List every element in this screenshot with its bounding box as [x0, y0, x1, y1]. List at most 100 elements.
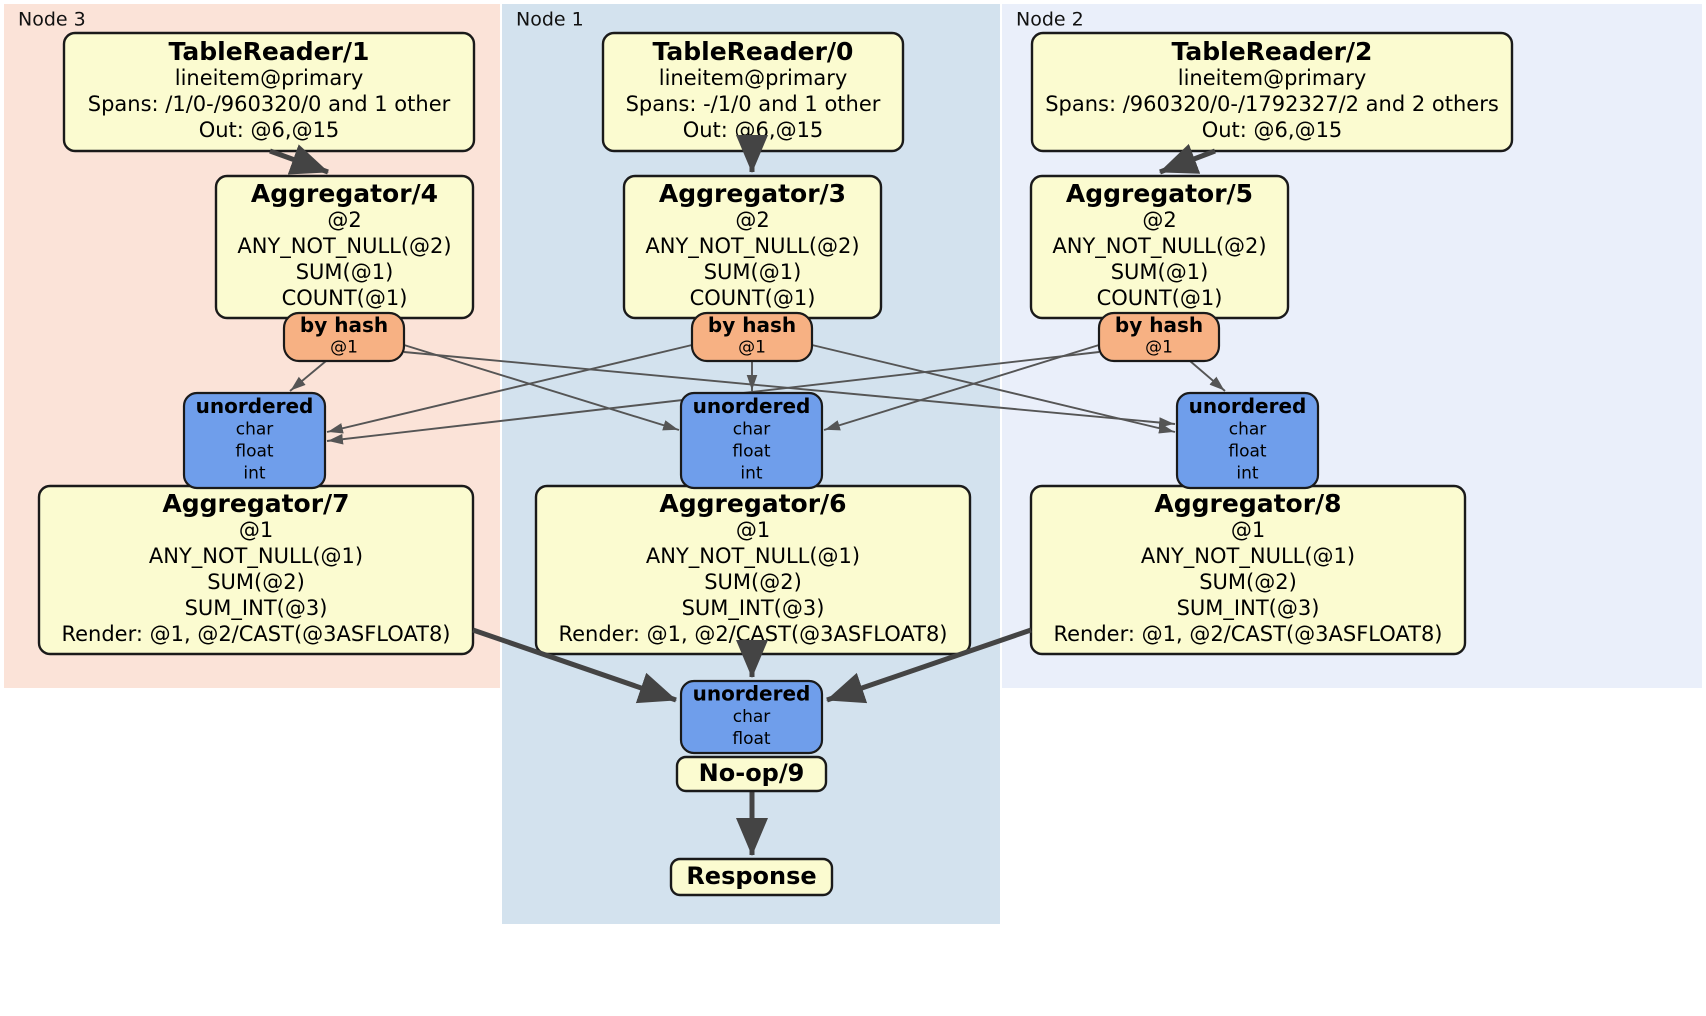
processor-aggregator3[interactable]: Aggregator/3@2ANY_NOT_NULL(@2)SUM(@1)COU…: [622, 174, 883, 320]
processor-aggregator5-line: @2: [1142, 208, 1176, 232]
processor-aggregator7-line: SUM_INT(@3): [185, 596, 328, 621]
node-panel-label: Node 1: [516, 9, 584, 31]
router-byhash5-title: by hash: [1115, 313, 1203, 337]
processor-tablereader0-line: Spans: -/1/0 and 1 other: [626, 92, 881, 116]
processor-aggregator7-line: SUM(@2): [207, 570, 305, 594]
router-byhash5-line: @1: [1145, 338, 1173, 358]
processor-aggregator8-title: Aggregator/8: [1154, 489, 1341, 518]
router-byhash5[interactable]: by hash@1: [1097, 311, 1221, 363]
processor-aggregator7-line: ANY_NOT_NULL(@1): [149, 544, 363, 569]
processor-aggregator8-line: ANY_NOT_NULL(@1): [1141, 544, 1355, 569]
edge-byhash4-to-sync6: [403, 344, 680, 431]
edge-byhash4-to-sync7: [289, 360, 327, 392]
processor-aggregator6-line: Render: @1, @2/CAST(@3ASFLOAT8): [558, 622, 947, 646]
processor-tablereader1-line: Out: @6,@15: [199, 118, 340, 142]
processor-aggregator4-line: @2: [327, 208, 361, 232]
processor-aggregator6-line: ANY_NOT_NULL(@1): [646, 544, 860, 569]
edge-tablereader1-to-aggregator4: [269, 144, 329, 175]
router-byhash4-line: @1: [330, 338, 358, 358]
processor-aggregator6-line: SUM(@2): [704, 570, 802, 594]
processor-aggregator6-line: @1: [736, 518, 770, 542]
processor-tablereader0-title: TableReader/0: [653, 37, 854, 66]
router-byhash4[interactable]: by hash@1: [282, 311, 406, 363]
processor-aggregator6[interactable]: Aggregator/6@1ANY_NOT_NULL(@1)SUM(@2)SUM…: [534, 484, 972, 656]
synchronizer-sync9-line: char: [733, 707, 771, 727]
processor-aggregator5[interactable]: Aggregator/5@2ANY_NOT_NULL(@2)SUM(@1)COU…: [1029, 174, 1290, 320]
node-panel-label: Node 3: [18, 9, 86, 31]
flow-edges: [269, 134, 1216, 856]
processor-aggregator4-line: COUNT(@1): [282, 286, 408, 310]
processor-aggregator5-title: Aggregator/5: [1066, 179, 1253, 208]
synchronizer-sync7-line: float: [235, 442, 274, 462]
processor-aggregator8-line: SUM_INT(@3): [1177, 596, 1320, 621]
synchronizer-sync8-line: char: [1229, 420, 1267, 440]
synchronizer-sync8-line: float: [1228, 442, 1267, 462]
processor-aggregator7[interactable]: Aggregator/7@1ANY_NOT_NULL(@1)SUM(@2)SUM…: [37, 484, 475, 656]
synchronizer-sync6-line: float: [732, 442, 771, 462]
processor-aggregator5-line: COUNT(@1): [1097, 286, 1223, 310]
router-edges: [289, 344, 1226, 445]
processor-aggregator6-title: Aggregator/6: [659, 489, 846, 518]
synchronizer-sync8-title: unordered: [1189, 394, 1307, 418]
processor-aggregator8-line: SUM(@2): [1199, 570, 1297, 594]
processor-tablereader0-line: lineitem@primary: [659, 66, 848, 90]
edge-byhash5-to-sync8: [1189, 360, 1226, 392]
edge-tablereader2-to-aggregator5: [1159, 143, 1216, 175]
processor-aggregator3-line: SUM(@1): [704, 260, 802, 284]
router-byhash3-line: @1: [738, 338, 766, 358]
synchronizer-sync6-line: char: [733, 420, 771, 440]
router-byhash4-title: by hash: [300, 313, 388, 337]
terminal-noop9-title: No-op/9: [699, 759, 805, 787]
processor-tablereader1-line: lineitem@primary: [175, 66, 364, 90]
edge-aggregator8-to-sync9: [826, 627, 1032, 704]
terminal-noop9[interactable]: No-op/9: [675, 755, 828, 793]
processor-tablereader2-line: Out: @6,@15: [1202, 118, 1343, 142]
synchronizer-sync9-line: float: [732, 729, 771, 749]
processor-aggregator4-line: ANY_NOT_NULL(@2): [237, 234, 451, 259]
edge-byhash3-to-sync7: [326, 344, 693, 434]
synchronizer-sync6-line: int: [740, 464, 762, 484]
synchronizer-sync7-line: char: [236, 420, 274, 440]
processor-aggregator6-line: SUM_INT(@3): [682, 596, 825, 621]
processor-aggregator7-line: @1: [239, 518, 273, 542]
processor-aggregator5-line: SUM(@1): [1111, 260, 1209, 284]
edge-aggregator7-to-sync9: [472, 627, 677, 704]
processor-aggregator4-title: Aggregator/4: [251, 179, 438, 208]
processor-aggregator8-line: Render: @1, @2/CAST(@3ASFLOAT8): [1053, 622, 1442, 646]
processor-aggregator4[interactable]: Aggregator/4@2ANY_NOT_NULL(@2)SUM(@1)COU…: [214, 174, 475, 320]
terminal-response-title: Response: [686, 862, 816, 890]
edge-byhash3-to-sync8: [811, 344, 1176, 434]
processor-aggregator5-line: ANY_NOT_NULL(@2): [1052, 234, 1266, 259]
processor-aggregator3-line: @2: [735, 208, 769, 232]
processor-tablereader0-line: Out: @6,@15: [683, 118, 824, 142]
processor-tablereader1-title: TableReader/1: [169, 37, 370, 66]
processor-tablereader2-line: Spans: /960320/0-/1792327/2 and 2 others: [1045, 92, 1499, 116]
router-byhash3[interactable]: by hash@1: [690, 311, 814, 363]
processor-aggregator3-line: ANY_NOT_NULL(@2): [645, 234, 859, 259]
processor-aggregator7-title: Aggregator/7: [162, 489, 349, 518]
terminal-response[interactable]: Response: [669, 857, 834, 897]
router-byhash3-title: by hash: [708, 313, 796, 337]
processor-tablereader2-title: TableReader/2: [1172, 37, 1373, 66]
processor-aggregator8[interactable]: Aggregator/8@1ANY_NOT_NULL(@1)SUM(@2)SUM…: [1029, 484, 1467, 656]
edge-byhash5-to-sync6: [823, 344, 1100, 431]
processor-aggregator7-line: Render: @1, @2/CAST(@3ASFLOAT8): [61, 622, 450, 646]
synchronizer-sync7-title: unordered: [196, 394, 314, 418]
processor-tablereader2-line: lineitem@primary: [1178, 66, 1367, 90]
synchronizer-sync6-title: unordered: [693, 394, 811, 418]
processor-aggregator4-line: SUM(@1): [296, 260, 394, 284]
synchronizer-sync8-line: int: [1236, 464, 1258, 484]
processor-aggregator8-line: @1: [1231, 518, 1265, 542]
processor-aggregator3-line: COUNT(@1): [690, 286, 816, 310]
